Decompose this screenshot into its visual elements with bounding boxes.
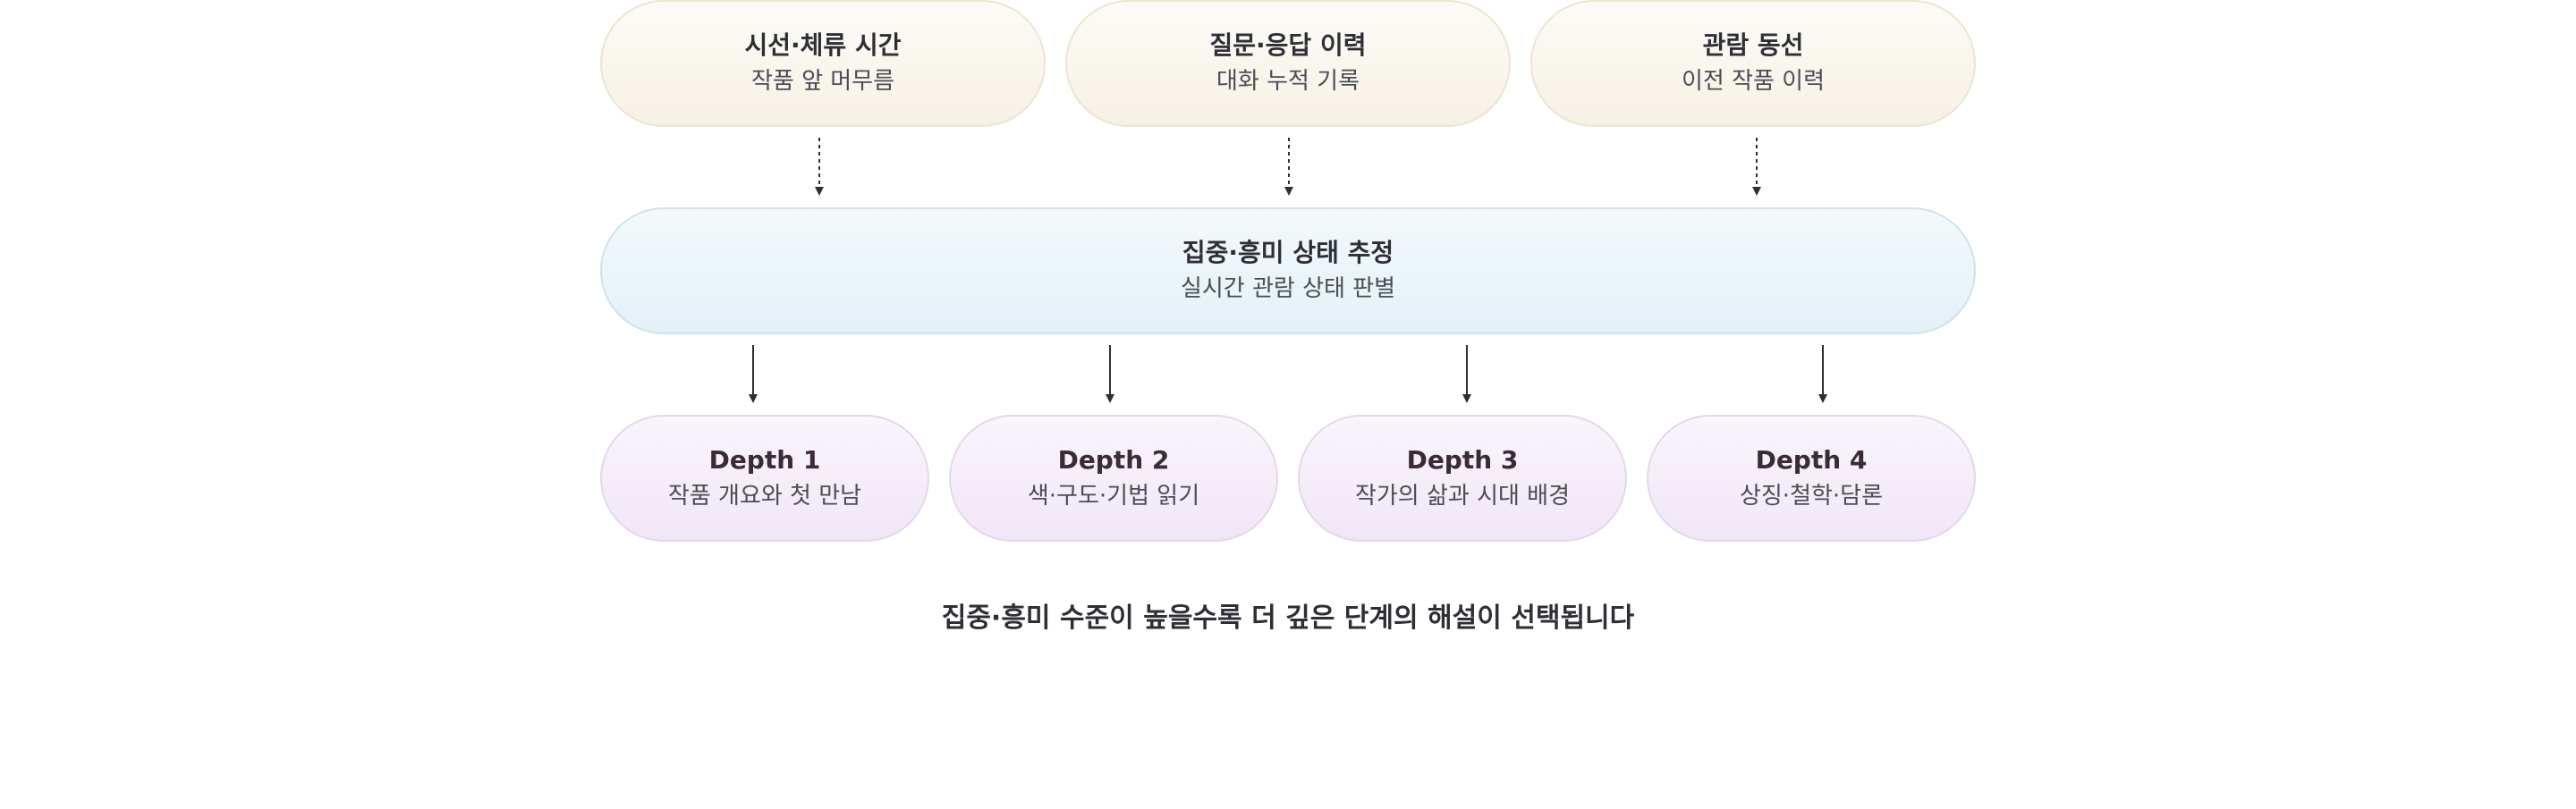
depth-node-subtitle: 상징·철학·담론: [1739, 483, 1884, 510]
depth-node-1: Depth 1 작품 개요와 첫 만남: [600, 415, 929, 542]
input-node-title: 관람 동선: [1702, 30, 1804, 60]
input-node-title: 시선·체류 시간: [744, 30, 902, 60]
depth-node-3: Depth 3 작가의 삶과 시대 배경: [1298, 415, 1627, 542]
state-node-subtitle: 실시간 관람 상태 판별: [1180, 275, 1396, 302]
depth-node-subtitle: 색·구도·기법 읽기: [1027, 483, 1200, 510]
depth-node-4: Depth 4 상징·철학·담론: [1647, 415, 1976, 542]
input-node-visit-path: 관람 동선 이전 작품 이력: [1530, 0, 1976, 127]
input-node-title: 질문·응답 이력: [1209, 30, 1367, 60]
depth-node-title: Depth 2: [1057, 445, 1170, 475]
state-node-title: 집중·흥미 상태 추정: [1182, 238, 1394, 267]
diagram-caption: 집중·흥미 수준이 높을수록 더 깊은 단계의 해설이 선택됩니다: [941, 603, 1635, 634]
depth-node-title: Depth 3: [1406, 445, 1519, 475]
depth-node-subtitle: 작가의 삶과 시대 배경: [1354, 483, 1571, 510]
input-node-subtitle: 이전 작품 이력: [1681, 68, 1826, 95]
input-node-gaze-dwell: 시선·체류 시간 작품 앞 머무름: [600, 0, 1046, 127]
depth-node-subtitle: 작품 개요와 첫 만남: [667, 483, 862, 510]
input-node-qa-history: 질문·응답 이력 대화 누적 기록: [1065, 0, 1511, 127]
input-node-subtitle: 작품 앞 머무름: [750, 68, 895, 95]
depth-node-title: Depth 1: [708, 445, 821, 475]
depth-node-title: Depth 4: [1755, 445, 1868, 475]
state-estimation-node: 집중·흥미 상태 추정 실시간 관람 상태 판별: [600, 207, 1976, 334]
input-node-subtitle: 대화 누적 기록: [1216, 68, 1360, 95]
depth-node-2: Depth 2 색·구도·기법 읽기: [949, 415, 1278, 542]
